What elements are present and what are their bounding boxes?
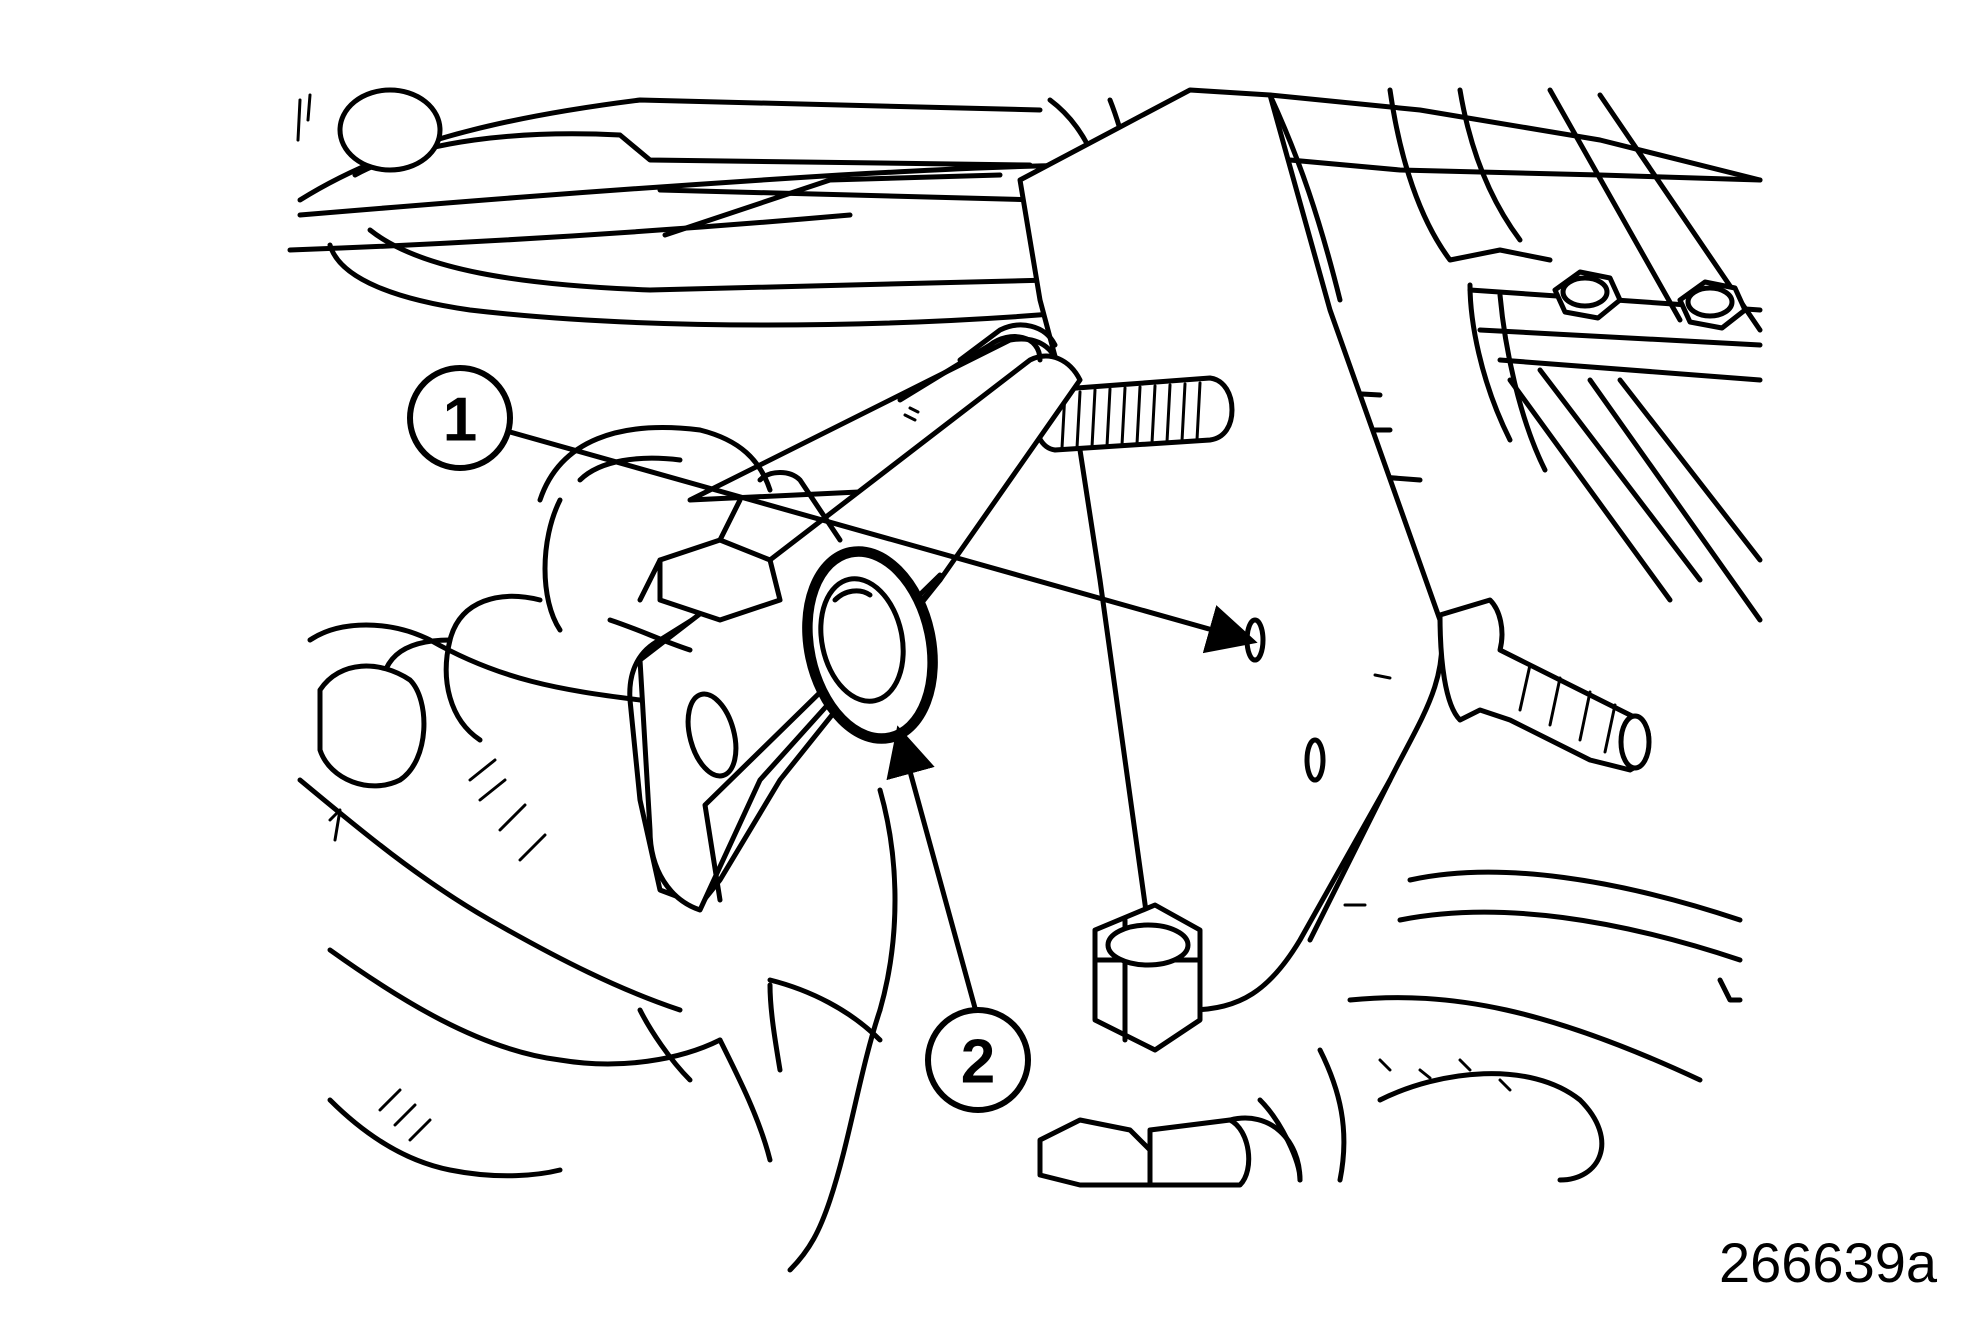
- motor-mount-body: [377, 425, 843, 743]
- lower-bolt: [1037, 1115, 1303, 1188]
- right-manifold: [1267, 87, 1763, 623]
- plate-hole-2: [1304, 737, 1326, 783]
- plate-hole-1: [1244, 617, 1266, 663]
- lower-right-frame: [1257, 869, 1743, 1183]
- lower-hex-nut: [1092, 902, 1203, 1053]
- callout-1-label: 1: [443, 386, 477, 455]
- callout-1: 1: [407, 365, 513, 471]
- mounting-plate: [1017, 87, 1445, 1013]
- callout-1-leader: [509, 429, 1258, 654]
- hose-barb-fitting: [1437, 597, 1652, 773]
- callout-2-leader: [886, 725, 978, 1009]
- callout-2-label: 2: [961, 1028, 995, 1097]
- lower-left-hand: [297, 622, 898, 1273]
- hex-bolt-upper-right: [1677, 279, 1748, 331]
- hose-end-cap: [337, 87, 443, 173]
- bracket-hole: [685, 691, 739, 779]
- bushing: [802, 546, 938, 744]
- hex-bolt-upper-left: [1552, 269, 1623, 321]
- figure-id-label: 266639a: [1718, 1231, 1937, 1294]
- callout-2: 2: [925, 1007, 1031, 1113]
